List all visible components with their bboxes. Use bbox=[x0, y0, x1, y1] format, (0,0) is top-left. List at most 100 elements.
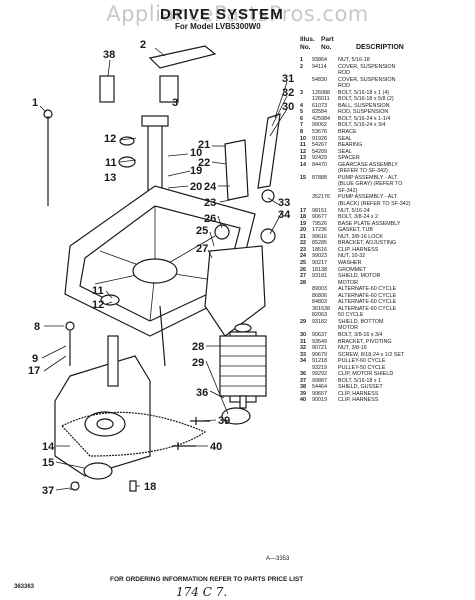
parts-cell-illus-no: 6 bbox=[300, 115, 303, 122]
parts-cell-description: NUT, 10-32 bbox=[338, 253, 366, 260]
parts-cell-description: BOLT, 5/16-18 x 5/8 (2) bbox=[338, 96, 394, 103]
parts-cell-part-no: 89003 bbox=[312, 286, 327, 293]
gearcase bbox=[54, 355, 151, 477]
parts-cell-illus-no: 39 bbox=[300, 390, 306, 397]
parts-cell-description: NUT, 3/8-16 bbox=[338, 345, 367, 352]
parts-cell-part-no: 90637 bbox=[312, 331, 327, 338]
callout-33: 33 bbox=[278, 197, 290, 209]
page-title: DRIVE SYSTEM bbox=[160, 6, 284, 23]
parts-cell-description: ALTERNATE-60 CYCLE bbox=[338, 286, 397, 293]
parts-cell-illus-no: 36 bbox=[300, 371, 306, 378]
callout-24: 24 bbox=[204, 181, 217, 193]
callout-21: 21 bbox=[198, 139, 210, 151]
parts-cell-illus-no: 11 bbox=[300, 142, 306, 149]
parts-cell-description: NUT, 5/16-18 bbox=[338, 57, 370, 63]
parts-cell-illus-no: 31 bbox=[300, 338, 306, 345]
parts-cell-part-no: 99887 bbox=[312, 377, 327, 384]
parts-cell-description: SEAL bbox=[338, 135, 352, 142]
parts-cell-description: BASE PLATE ASSEMBLY bbox=[338, 220, 401, 227]
parts-cell-part-no: 99292 bbox=[312, 371, 327, 378]
parts-cell-description: SEAL bbox=[338, 148, 352, 155]
parts-cell-part-no: 85285 bbox=[312, 240, 327, 247]
parts-cell-description: BEARING bbox=[338, 142, 363, 149]
parts-cell-part-no: 82063 bbox=[312, 312, 327, 319]
callout-labels: 38 2 3 1 12 10 11 13 19 20 21 22 31 32 3… bbox=[28, 39, 294, 497]
parts-cell-description: SHIELD, MOTOR bbox=[338, 273, 381, 280]
parts-cell-part-no: 90721 bbox=[312, 345, 327, 352]
bottom-motor-shield bbox=[221, 407, 251, 425]
parts-cell-illus-no: 29 bbox=[300, 318, 306, 325]
callout-39: 39 bbox=[218, 415, 230, 427]
parts-cell-illus-no: 19 bbox=[300, 220, 306, 227]
parts-row: (REFER TO SF-342) bbox=[300, 168, 470, 175]
parts-cell-illus-no: 5 bbox=[300, 109, 303, 116]
parts-cell-description: CLIP, MOTOR SHIELD bbox=[338, 371, 394, 378]
parts-row: (BLACK) (REFER TO SF-342) bbox=[300, 201, 470, 208]
parts-cell-description: COVER, SUSPENSION bbox=[338, 76, 396, 83]
parts-cell-illus-no: 32 bbox=[300, 345, 306, 352]
parts-cell-description: BOLT, 5/16-18 x 1 (4) bbox=[338, 89, 390, 96]
page-code: 363363 bbox=[14, 584, 35, 590]
callout-29: 29 bbox=[192, 357, 204, 369]
parts-cell-part-no: 90679 bbox=[312, 351, 327, 358]
parts-cell-part-no: 99062 bbox=[312, 122, 327, 129]
motor-shield bbox=[204, 245, 266, 337]
parts-cell-description: PUMP ASSEMBLY - ALT. bbox=[338, 174, 399, 181]
header-description: DESCRIPTION bbox=[356, 44, 404, 51]
parts-row: ROD bbox=[300, 70, 470, 77]
parts-cell-part-no: 54464 bbox=[312, 384, 327, 391]
callout-3: 3 bbox=[172, 97, 178, 109]
parts-cell-description: CLIP, HARNESS bbox=[338, 246, 379, 253]
callout-9: 9 bbox=[32, 353, 38, 365]
callout-17: 17 bbox=[28, 365, 40, 377]
callout-38: 38 bbox=[103, 49, 115, 61]
parts-cell-part-no: 90019 bbox=[312, 397, 327, 404]
parts-cell-part-no: 90677 bbox=[312, 214, 327, 221]
callout-11-lower: 11 bbox=[92, 285, 104, 297]
parts-cell-illus-no: 15 bbox=[300, 174, 306, 181]
callout-12-lower: 12 bbox=[92, 299, 104, 311]
callout-2: 2 bbox=[140, 39, 146, 51]
parts-cell-illus-no: 38 bbox=[300, 384, 306, 391]
callout-15: 15 bbox=[42, 457, 54, 469]
parts-cell-illus-no: 33 bbox=[300, 351, 306, 358]
parts-cell-description: ROD, SUSPENSION bbox=[338, 109, 389, 116]
callout-34: 34 bbox=[278, 209, 291, 221]
model-subtitle: For Model LVB5300W0 bbox=[175, 22, 261, 31]
parts-cell-part-no: 361638 bbox=[312, 305, 330, 312]
parts-cell-illus-no: 18 bbox=[300, 214, 306, 221]
callout-20: 20 bbox=[190, 181, 202, 193]
callout-22: 22 bbox=[198, 157, 210, 169]
parts-cell-part-no: 86806 bbox=[312, 292, 327, 299]
parts-cell-illus-no: 2 bbox=[300, 63, 303, 70]
parts-cell-part-no: 94114 bbox=[312, 63, 327, 70]
parts-cell-description: (REFER TO SF-342) bbox=[338, 168, 388, 175]
callout-31: 31 bbox=[282, 73, 294, 85]
parts-cell-illus-no: 21 bbox=[300, 233, 306, 240]
parts-cell-description: BOLT, 3/8-16 x 3/4 bbox=[338, 331, 383, 338]
parts-cell-illus-no: 17 bbox=[300, 207, 306, 214]
parts-cell-part-no: 93219 bbox=[312, 364, 327, 371]
header-no: No. bbox=[300, 44, 311, 51]
parts-cell-description: ALTERNATE-60 CYCLE bbox=[338, 299, 397, 306]
parts-cell-description: BOLT, 3/8-24 x 2 bbox=[338, 214, 379, 221]
parts-cell-part-no: 61073 bbox=[312, 102, 327, 109]
parts-cell-part-no: 425984 bbox=[312, 115, 330, 122]
parts-row: 18 90677 BOLT, 3/8-24 x 2 bbox=[300, 214, 470, 221]
callout-12: 12 bbox=[104, 133, 116, 145]
